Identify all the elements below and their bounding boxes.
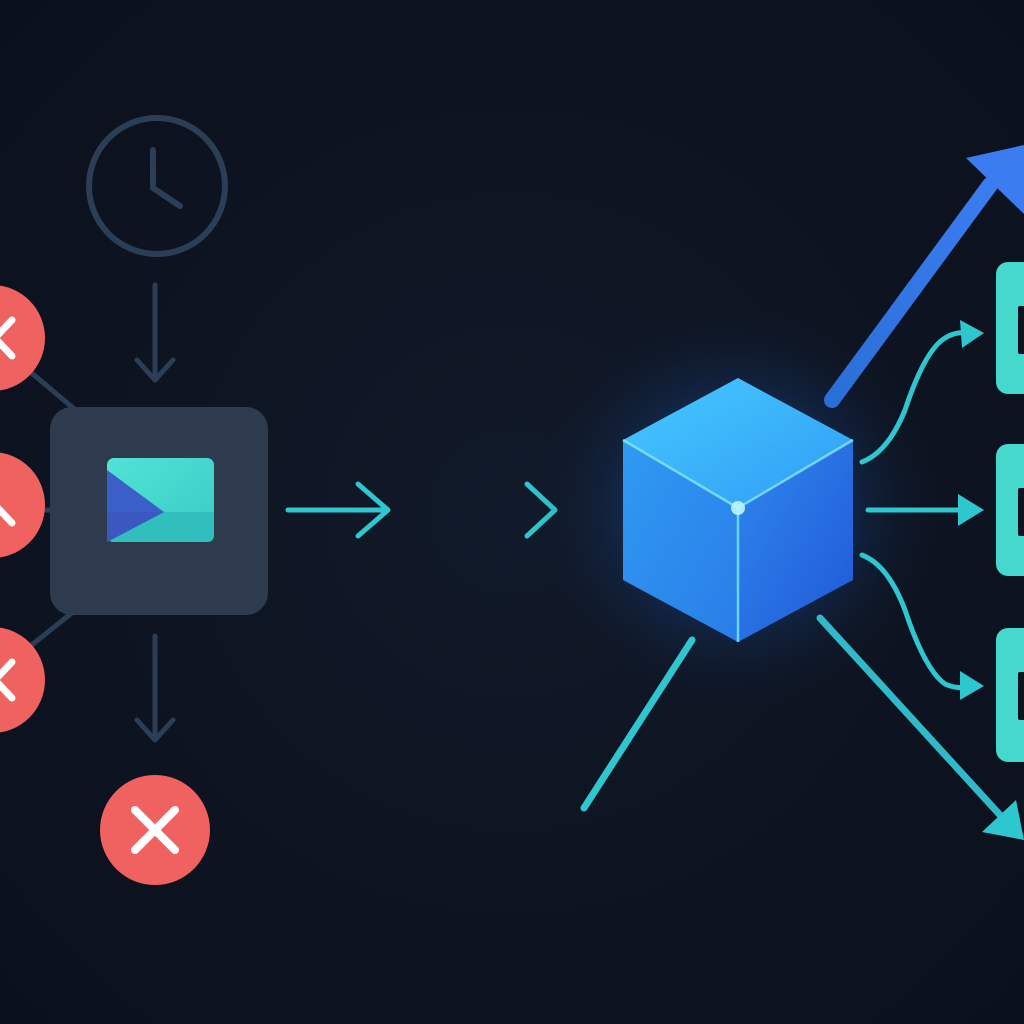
up-trend-arrow-icon [824,145,1024,408]
input-line [580,636,696,812]
output-box [996,262,1024,394]
error-x-icon [0,627,45,733]
output-connector [859,320,984,465]
down-arrow-icon [134,633,176,743]
processing-card [50,407,268,615]
clock-icon [86,115,228,257]
output-connector [859,552,984,700]
error-x-icon [0,285,45,391]
flow-arrow-right [285,481,391,539]
send-message-icon [107,458,214,542]
output-connector [865,494,984,526]
error-x-icon [100,775,210,885]
down-arrow-icon [134,282,176,383]
error-x-icon [0,452,45,558]
output-box [996,628,1024,762]
output-box [996,444,1024,576]
down-right-arrow-icon [816,614,1024,840]
cube-icon [622,378,854,642]
